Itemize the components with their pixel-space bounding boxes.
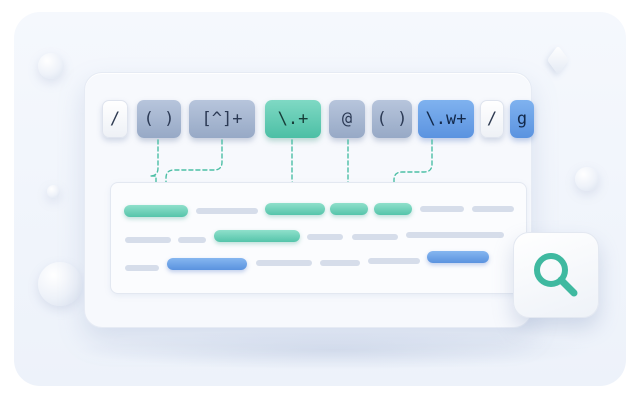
text-line: [320, 260, 360, 266]
text-line: [307, 234, 343, 240]
regex-token-at: @: [329, 100, 365, 138]
floor-shadow: [74, 330, 594, 370]
text-line: [472, 206, 514, 212]
decor-sphere-top-left: [38, 53, 64, 79]
regex-token-flag-g: g: [510, 100, 534, 138]
match-highlight-row1-b: [265, 203, 325, 215]
text-line: [256, 260, 312, 266]
text-line: [178, 237, 206, 243]
regex-token-group-1: ( ): [137, 100, 181, 138]
match-highlight-row1-d: [374, 203, 412, 215]
match-highlight-row3-a: [167, 258, 247, 270]
text-line: [420, 206, 464, 212]
magnifying-glass-icon: [534, 253, 578, 297]
regex-token-word: \.w+: [418, 100, 474, 138]
text-line: [196, 208, 258, 214]
text-line: [125, 237, 171, 243]
match-highlight-row3-b: [427, 251, 489, 263]
regex-token-slash-open: /: [102, 100, 128, 138]
regex-token-char-class: [^]+: [189, 100, 255, 138]
text-line: [352, 234, 398, 240]
decor-sphere-right: [575, 167, 599, 191]
regex-token-slash-close: /: [480, 100, 504, 138]
search-tile: [513, 232, 599, 318]
regex-token-group-2: ( ): [372, 100, 412, 138]
decor-sphere-large-left: [38, 262, 82, 306]
text-line: [368, 258, 420, 264]
match-highlight-row2: [214, 230, 300, 242]
regex-token-escape-dot: \.+: [265, 100, 321, 138]
match-highlight-row1-c: [330, 203, 368, 215]
match-highlight-row1-a: [124, 205, 188, 217]
decor-sphere-small-left: [47, 185, 60, 198]
text-line: [406, 232, 504, 238]
text-line: [125, 265, 159, 271]
